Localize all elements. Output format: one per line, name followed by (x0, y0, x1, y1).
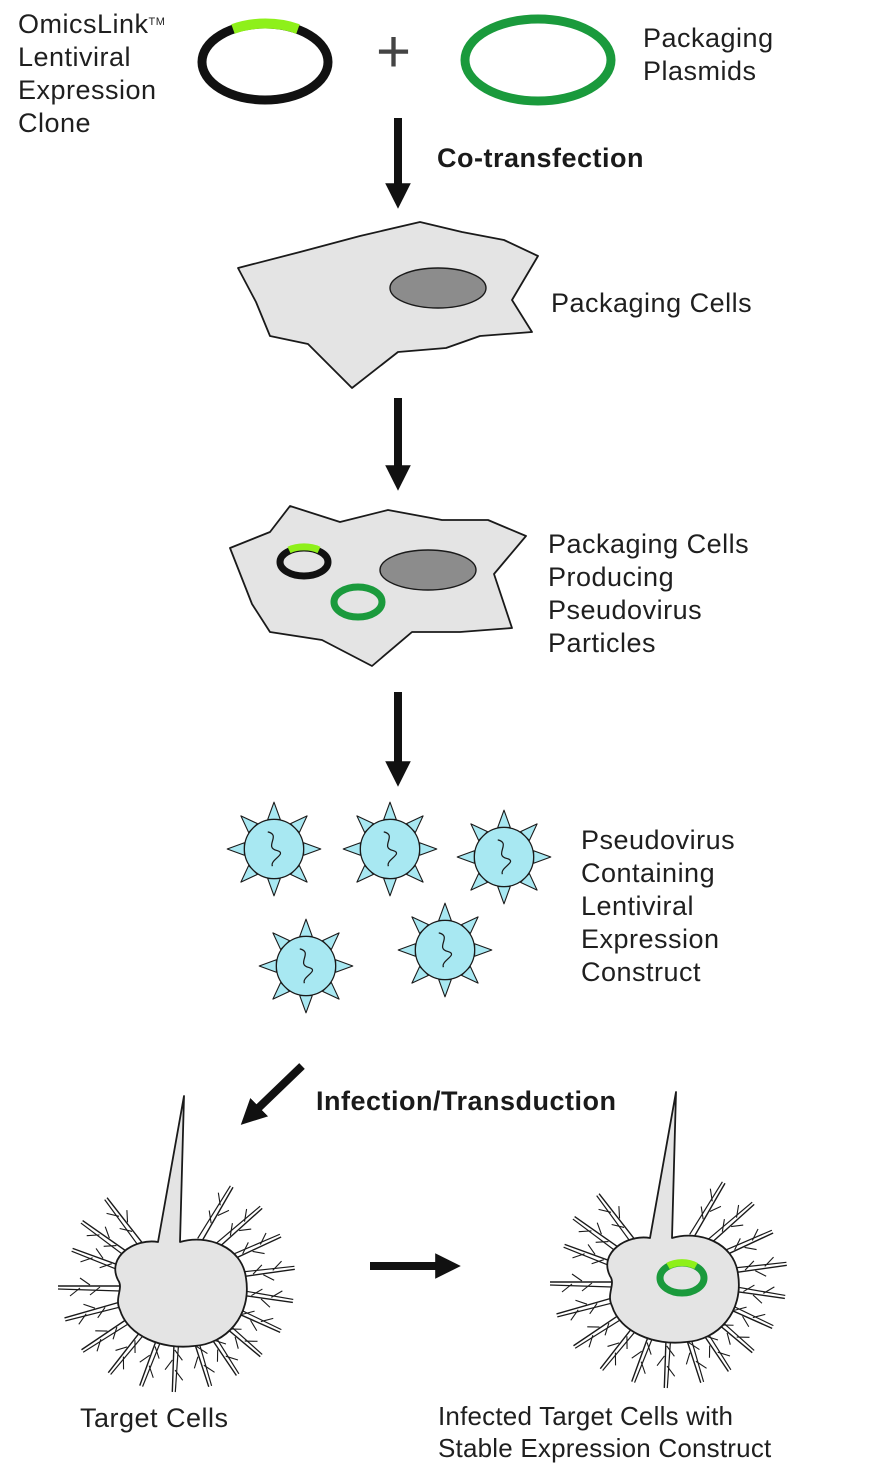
pseudovirus-line-4: Expression (581, 924, 720, 954)
expression-clone-line-3: Expression (18, 75, 157, 105)
packaging-cell-icon (237, 221, 539, 389)
pseudovirus-line-1: Pseudovirus (581, 825, 736, 855)
step-cotransfection: Co-transfection (437, 143, 645, 173)
packaging-plasmids-line-2: Plasmids (643, 56, 757, 86)
producing-cells-line-2: Producing (548, 562, 675, 592)
producing-cells-line-3: Pseudovirus (548, 595, 703, 625)
expression-clone-plasmid-icon (197, 18, 333, 105)
virus-particle-icon (457, 810, 551, 904)
pseudovirus-line-5: Construct (581, 957, 702, 987)
virus-particle-icon (343, 802, 437, 896)
trademark-mark: TM (148, 16, 166, 28)
virus-particle-icon (259, 919, 353, 1013)
nucleus-icon (379, 549, 477, 591)
virus-particle-icon (398, 903, 492, 997)
step-infection: Infection/Transduction (316, 1086, 617, 1116)
producing-cells-line-1: Packaging Cells (548, 529, 750, 559)
expression-clone-label: OmicsLinkTM Lentiviral Expression Clone (18, 8, 165, 140)
plus-sign: + (376, 18, 412, 85)
packaging-plasmids-line-1: Packaging (643, 23, 774, 53)
producing-cells-label: Packaging Cells Producing Pseudovirus Pa… (548, 528, 749, 660)
arrow-icon (240, 1063, 305, 1125)
expression-clone-line-4: Clone (18, 108, 92, 138)
infected-cell-icon (550, 1092, 788, 1388)
infected-cells-line-1: Infected Target Cells with (438, 1401, 734, 1431)
pseudovirus-label: Pseudovirus Containing Lentiviral Expres… (581, 824, 735, 989)
expression-clone-line-2: Lentiviral (18, 42, 132, 72)
packaging-cells-label: Packaging Cells (551, 288, 753, 318)
pseudovirus-line-3: Lentiviral (581, 891, 695, 921)
virus-particle-icon (227, 802, 321, 896)
pseudovirus-line-2: Containing (581, 858, 716, 888)
infected-cells-line-2: Stable Expression Construct (438, 1433, 772, 1463)
producing-cell-icon (229, 505, 527, 667)
packaging-plasmid-icon (460, 14, 616, 106)
nucleus-icon (389, 267, 487, 309)
producing-cells-line-4: Particles (548, 628, 657, 658)
packaging-plasmids-label: Packaging Plasmids (643, 22, 774, 88)
target-cells-label: Target Cells (80, 1403, 229, 1433)
expression-clone-line-1: OmicsLink (18, 9, 149, 39)
target-cell-icon (58, 1096, 296, 1392)
infected-cells-label: Infected Target Cells with Stable Expres… (438, 1400, 771, 1464)
